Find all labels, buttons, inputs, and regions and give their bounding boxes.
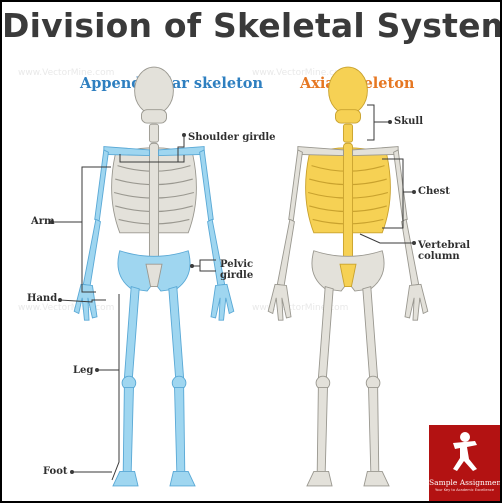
- bone-neck: [148, 123, 160, 143]
- bone-neck: [342, 123, 354, 143]
- bone-leg: [123, 286, 185, 379]
- axial-leaders: [359, 104, 414, 244]
- label-shoulder-girdle: Shoulder girdle: [188, 132, 276, 143]
- bone-foot: [112, 470, 196, 487]
- appendicular-leaders: [52, 135, 216, 481]
- bone-foot: [306, 470, 390, 487]
- brand-logo: Sample Assignment Your Key to Academic E…: [429, 425, 500, 501]
- logo-tagline: Your Key to Academic Excellence: [434, 488, 495, 492]
- bone-hand: [73, 283, 235, 321]
- bone-hand: [267, 283, 429, 321]
- running-figure-icon: [453, 432, 477, 471]
- label-pelvic-girdle: Pelvic girdle: [220, 259, 254, 281]
- bone-leg: [316, 386, 380, 472]
- bone-sacrum: [339, 263, 357, 288]
- bone-jaw: [141, 109, 167, 124]
- svg-text:www.VectorMine.com: www.VectorMine.com: [18, 303, 114, 313]
- watermark: www.VectorMine.com www.VectorMine.com ww…: [18, 68, 348, 313]
- logo-name: Sample Assignment: [429, 478, 502, 487]
- label-vertebral-column: Vertebral column: [418, 240, 470, 262]
- bone-jaw: [335, 109, 361, 124]
- bone-arm: [94, 149, 214, 222]
- bone-spine: [342, 142, 354, 267]
- label-arm: Arm: [31, 216, 55, 227]
- page-title: Division of Skeletal System: [2, 6, 502, 45]
- axial-skeleton: [267, 66, 429, 487]
- bone-skull: [328, 66, 368, 115]
- bone-leg: [122, 386, 186, 472]
- label-hand: Hand: [27, 293, 58, 304]
- leader-dots: [50, 120, 416, 474]
- svg-text:www.VectorMine.com: www.VectorMine.com: [252, 68, 348, 78]
- svg-text:www.VectorMine.com: www.VectorMine.com: [252, 303, 348, 313]
- label-leg: Leg: [73, 365, 94, 376]
- label-foot: Foot: [43, 466, 68, 477]
- label-skull: Skull: [394, 116, 424, 127]
- bone-sacrum: [145, 263, 163, 288]
- appendicular-skeleton: [73, 66, 235, 487]
- bone-leg: [317, 286, 379, 379]
- svg-text:www.VectorMine.com: www.VectorMine.com: [18, 68, 114, 78]
- label-chest: Chest: [418, 186, 450, 197]
- bone-skull: [134, 66, 174, 115]
